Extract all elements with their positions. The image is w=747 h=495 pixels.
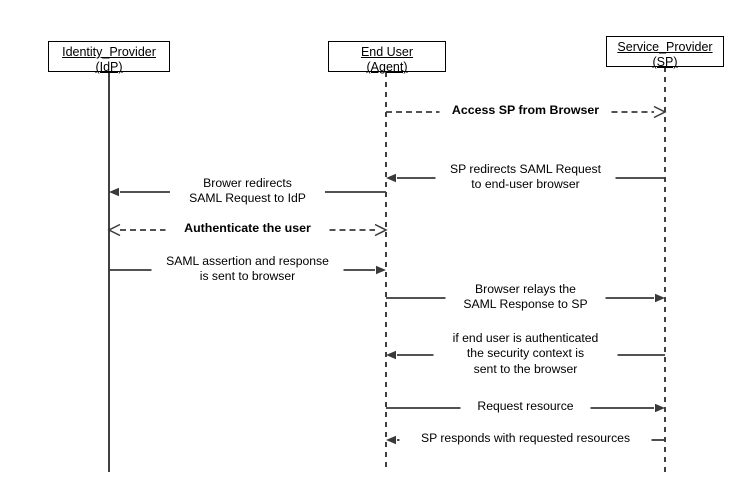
message-label-line: SAML Response to SP: [463, 297, 588, 311]
message-label-line: Browser relays the: [475, 281, 576, 296]
message-m6[interactable]: [386, 293, 665, 303]
message-label-m4: Authenticate the user: [172, 221, 324, 237]
participant-abbrev-idp: (IdP): [95, 60, 123, 74]
message-m2[interactable]: [386, 173, 665, 183]
message-label-line: Brower redirects: [203, 175, 292, 190]
arrowhead-left-m2: [386, 173, 396, 183]
participant-box-idp[interactable]: Identity_Provider(IdP): [48, 41, 170, 74]
participant-name-sp: Service_Provider: [617, 40, 713, 54]
message-m5[interactable]: [109, 265, 386, 275]
message-m4[interactable]: [107, 223, 388, 237]
message-label-line: to end-user browser: [471, 177, 580, 191]
arrowhead-right-m1: [653, 105, 667, 119]
message-label-line: SAML assertion and response: [166, 253, 329, 268]
message-m3[interactable]: [109, 187, 386, 197]
message-m9[interactable]: [386, 435, 665, 445]
participant-abbrev-enduser: (Agent): [366, 60, 408, 74]
message-label-line: sent to the browser: [473, 361, 578, 376]
arrowhead-left-m9: [386, 435, 396, 445]
message-label-line: SP responds with requested resources: [420, 431, 631, 446]
arrowhead-right-m6: [655, 293, 665, 303]
message-label-line: Request resource: [477, 399, 574, 414]
participant-box-enduser[interactable]: End User(Agent): [328, 41, 446, 74]
message-label-m8: Request resource: [467, 399, 585, 415]
message-m7[interactable]: [386, 350, 665, 360]
message-label-line: SAML Request to IdP: [189, 191, 306, 205]
arrowhead-left-m3: [109, 187, 119, 197]
participant-abbrev-sp: (SP): [652, 55, 678, 69]
message-label-line: is sent to browser: [199, 269, 296, 283]
lifelines-layer: [108, 67, 666, 472]
message-label-line: if end user is authenticated: [452, 330, 599, 345]
message-label-line: the security context is: [466, 346, 585, 361]
arrowhead-right-m4: [374, 223, 388, 237]
message-label-m1: Access SP from Browser: [446, 103, 606, 119]
message-label-line: Authenticate the user: [184, 221, 311, 236]
message-label-line: SP redirects SAML Request: [449, 161, 602, 176]
arrowhead-left-m7: [386, 350, 396, 360]
participant-name-enduser: End User: [360, 45, 414, 59]
arrowhead-right-m8: [655, 403, 665, 413]
arrowhead-right-m5: [376, 265, 386, 275]
message-label-m9: SP responds with requested resources: [406, 431, 646, 447]
arrowhead-left-m4: [107, 223, 121, 237]
message-label-line: Access SP from Browser: [451, 103, 600, 118]
message-m8[interactable]: [386, 403, 665, 413]
participant-box-sp[interactable]: Service_Provider(SP): [606, 36, 724, 69]
participant-name-idp: Identity_Provider: [62, 45, 156, 59]
message-m1[interactable]: [386, 105, 667, 119]
messages-layer: [107, 105, 667, 445]
